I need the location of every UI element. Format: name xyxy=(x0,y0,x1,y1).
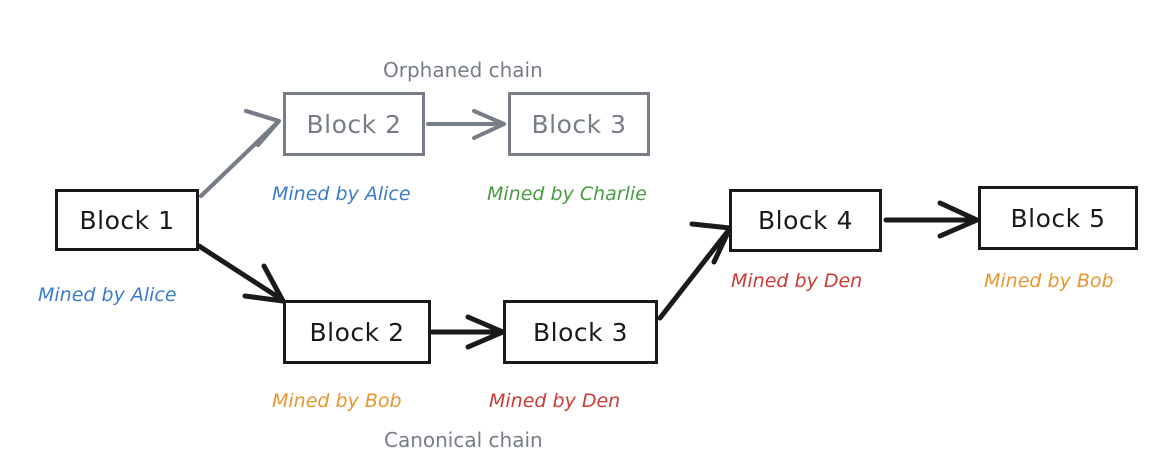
miner-label-block-1: Mined by Alice xyxy=(38,284,177,306)
miner-label-canonical-block-4: Mined by Den xyxy=(731,270,863,292)
block-canonical-block-3[interactable]: Block 3 xyxy=(503,300,658,364)
block-canonical-block-2-label: Block 2 xyxy=(309,317,405,347)
block-canonical-block-4[interactable]: Block 4 xyxy=(729,189,882,252)
block-block-1[interactable]: Block 1 xyxy=(55,189,199,251)
block-orphan-block-3-label: Block 3 xyxy=(531,109,627,139)
miner-label-orphan-block-2: Mined by Alice xyxy=(272,183,411,205)
orphaned-chain-title: Orphaned chain xyxy=(383,58,543,82)
edge-block1-to-canonical-block2 xyxy=(196,243,286,304)
edge-block1-to-orphan-block2 xyxy=(198,108,282,199)
block-canonical-block-5[interactable]: Block 5 xyxy=(978,186,1138,250)
edge-canonical-block3-to-canonical-block4 xyxy=(657,221,733,321)
canonical-chain-title: Canonical chain xyxy=(384,428,543,452)
edge-orphan-block2-to-orphan-block3 xyxy=(426,109,506,140)
miner-label-canonical-block-2: Mined by Bob xyxy=(272,390,402,412)
miner-label-canonical-block-3: Mined by Den xyxy=(489,390,621,412)
block-orphan-block-2[interactable]: Block 2 xyxy=(283,92,425,156)
miner-label-orphan-block-3: Mined by Charlie xyxy=(487,183,647,205)
block-orphan-block-2-label: Block 2 xyxy=(306,109,402,139)
edge-canonical-block4-to-canonical-block5 xyxy=(883,200,980,239)
block-orphan-block-3[interactable]: Block 3 xyxy=(508,92,650,156)
block-canonical-block-2[interactable]: Block 2 xyxy=(283,300,431,364)
miner-label-canonical-block-5: Mined by Bob xyxy=(984,270,1114,292)
block-canonical-block-3-label: Block 3 xyxy=(533,317,628,347)
edge-canonical-block2-to-canonical-block3 xyxy=(429,314,506,350)
block-block-1-label: Block 1 xyxy=(79,205,175,235)
block-canonical-block-4-label: Block 4 xyxy=(758,206,853,235)
block-canonical-block-5-label: Block 5 xyxy=(1010,203,1106,233)
